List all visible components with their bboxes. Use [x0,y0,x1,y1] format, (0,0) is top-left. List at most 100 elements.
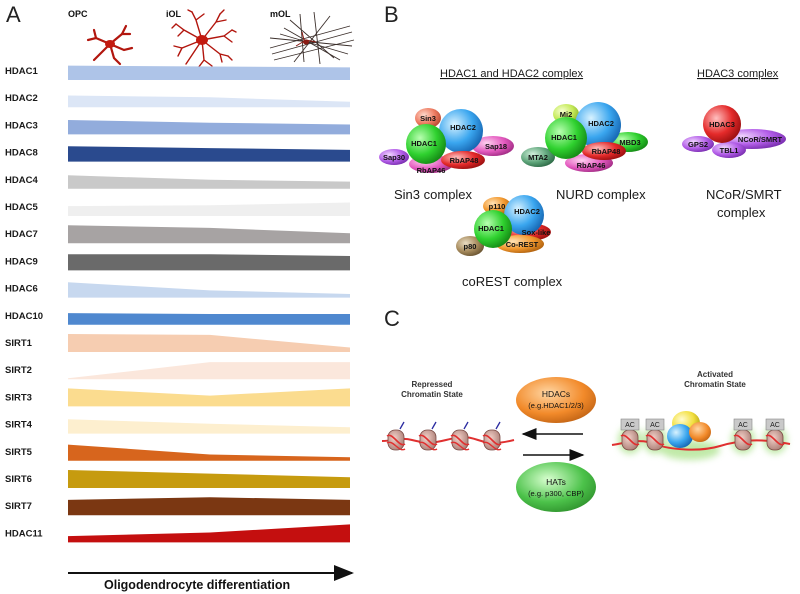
sin3-sublabel: Sin3 [420,114,436,123]
sin3-sap30-label: Sap30 [383,153,405,162]
sin3-complex-title: Sin3 complex [394,187,473,202]
hats-example-label: (e.g. p300, CBP) [528,489,584,498]
hdac2-subunit [504,195,544,235]
activated-state-label-line2: Chromatin State [684,380,746,389]
row-label-sirt1: SIRT1 [5,338,33,349]
row-label-sirt6: SIRT6 [5,474,32,485]
nucleosome [450,421,470,451]
sin3-subunit [415,108,441,128]
expression-profiles: HDAC1HDAC2HDAC3HDAC8HDAC4HDAC5HDAC7HDAC9… [5,65,350,543]
row-label-hdac8: HDAC8 [5,148,38,159]
mta2-subunit [521,147,555,167]
activated-state-label-line1: Activated [697,370,733,379]
ncor-complex-diagram: HDAC3 GPS2 TBL1 NCoR/SMRT [682,105,786,158]
tbl1-subunit [712,142,746,158]
nucleosome [645,429,665,451]
gps2-subunit [682,136,714,152]
row-label-hdac11: HDAC11 [5,528,43,539]
hdacs-label: HDACs [542,389,570,399]
ncor-gps2-label: GPS2 [688,140,708,149]
corest-p110-label: p110 [489,202,506,211]
sin3-sap18-label: Sap18 [485,142,507,151]
hdacs-oval [516,377,596,423]
nucleosome [386,421,406,451]
nucleosome [482,421,502,451]
opc-label: OPC [68,9,88,19]
sin3-rbap46-label: RbAP46 [417,166,446,175]
nucleosome [733,429,753,451]
expression-profile-hdac4 [68,175,350,189]
differentiation-axis-title: Oligodendrocyte differentiation [104,578,290,592]
nurd-complex-diagram: Mi2 HDAC2 HDAC1 MBD3 RbAP48 RbAP46 MTA2 [521,102,648,172]
p80-subunit [456,236,484,256]
expression-profile-hdac10 [68,313,350,325]
sin3-complex-diagram: Sin3 HDAC2 HDAC1 Sap18 RbAP48 RbAP46 Sap… [379,108,514,175]
ac-tag: AC [645,418,665,431]
expression-profile-hdac3 [68,120,350,135]
mol-label: mOL [270,9,291,19]
opc-cell-illustration [86,24,134,66]
row-label-hdac1: HDAC1 [5,66,38,77]
expression-profile-sirt2 [68,362,350,380]
expression-profile-sirt7 [68,497,350,516]
panel-c-letter: C [384,306,400,331]
nurd-mbd3-label: MBD3 [619,138,640,147]
expression-profile-hdac7 [68,225,350,244]
hdac12-complex-header: HDAC1 and HDAC2 complex [440,68,584,80]
sap18-subunit [472,136,514,156]
row-label-sirt3: SIRT3 [5,392,32,403]
panel-b-letter: B [384,2,399,27]
hdacs-example-label: (e.g.HDAC1/2/3) [528,401,584,410]
hdac3-complex-header: HDAC3 complex [697,68,779,80]
hats-oval [516,462,596,512]
iol-label: iOL [166,9,182,19]
ac-tag-label: AC [738,422,748,429]
nurd-complex-title: NURD complex [556,187,646,202]
ncor-complex-title-line2: complex [717,205,766,220]
repressed-chromatin [381,421,515,451]
expression-profile-hdac5 [68,202,350,216]
expression-profile-sirt1 [68,334,350,352]
repressed-state-label-line1: Repressed [412,380,453,389]
hdac2-subunit [439,109,483,153]
expression-profile-hdac6 [68,282,350,298]
nurd-hdac2-label: HDAC2 [588,119,614,128]
ncor-tbl1-label: TBL1 [720,146,739,155]
expression-profile-hdac2 [68,95,350,108]
corest-complex-diagram: p110 HDAC2 HDAC1 Sox-like Co-REST p80 [456,195,551,256]
row-label-hdac5: HDAC5 [5,202,38,213]
activated-chromatin: AC AC AC AC [611,411,791,460]
nurd-rbap48-label: RbAP48 [592,147,621,156]
rbap48-subunit [582,142,626,160]
iol-cell-illustration [171,9,237,71]
row-label-sirt7: SIRT7 [5,501,32,512]
hdac3-subunit [703,105,741,143]
row-label-hdac4: HDAC4 [5,175,38,186]
nurd-rbap46-label: RbAP46 [577,161,606,170]
ncor-ncor-smrt-label: NCoR/SMRT [738,135,783,144]
ncor-complex-title-line1: NCoR/SMRT [706,187,782,202]
panel-a-letter: A [6,2,21,27]
corest-sox-like-label: Sox-like [522,228,551,237]
row-label-hdac9: HDAC9 [5,256,38,267]
nucleosome [765,429,785,451]
ac-tag: AC [765,418,785,431]
corest-hdac1-label: HDAC1 [478,224,504,233]
expression-profile-sirt6 [68,470,350,488]
corest-p80-label: p80 [464,242,477,251]
nucleosome [418,421,438,451]
nurd-hdac1-label: HDAC1 [551,133,577,142]
row-label-hdac10: HDAC10 [5,311,43,322]
expression-profile-hdac11 [68,524,350,543]
hats-label: HATs [546,477,566,487]
expression-profile-hdac8 [68,146,350,162]
sin3-hdac2-label: HDAC2 [450,123,476,132]
hdac1-subunit [474,210,512,248]
hdac1-subunit [406,124,446,164]
mol-cell-illustration [269,11,355,65]
sap30-subunit [379,149,409,165]
row-label-hdac2: HDAC2 [5,93,38,104]
corest-hdac2-label: HDAC2 [514,207,540,216]
transcription-complex [667,411,711,448]
